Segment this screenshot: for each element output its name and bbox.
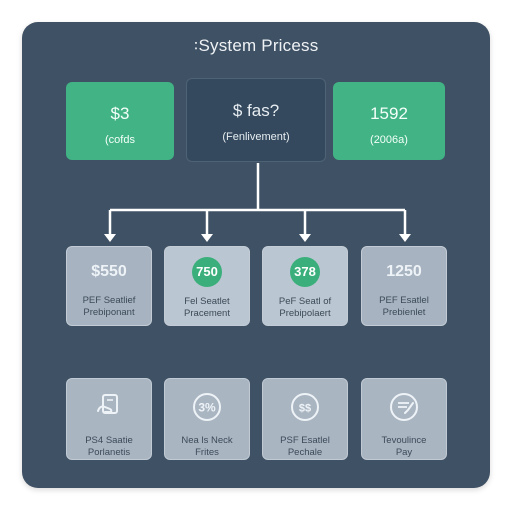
mid-card-3: 378 PeF Seatl of Prebipolaert [262,246,348,326]
mid-card-3-label-line-2: Prebipolaert [279,308,331,319]
dollar-pair-symbol: $$ [299,403,311,415]
arrowhead-1 [104,234,116,242]
top-node-left: $3 (cofds [66,82,174,160]
bottom-card-4-label: Tevoulince Pay [362,435,446,459]
bottom-card-4-label-line-2: Pay [395,447,413,458]
percent-circle-symbol: 3% [198,401,216,415]
bottom-card-2-label-line-1: Nea ls Neck [181,435,233,446]
mid-card-4: 1250 PEF Esatlel Prebienlet [361,246,447,326]
bottom-card-1: PS4 Saatie Porlanetis [66,378,152,460]
bottom-card-1-label-line-2: Porlanetis [87,447,131,458]
mid-card-4-label: PEF Esatlel Prebienlet [362,295,446,319]
mid-card-2-label: Fel Seatlet Pracement [165,296,249,320]
document-hand-icon [97,394,118,414]
mid-card-3-label: PeF Seatl of Prebipolaert [263,296,347,320]
bottom-card-1-label: PS4 Saatie Porlanetis [67,435,151,459]
mid-card-2-label-line-2: Pracement [184,308,230,319]
bottom-card-2: 3% Nea ls Neck Frites [164,378,250,460]
bottom-card-1-label-line-1: PS4 Saatie [85,435,133,446]
diagram-title: ꞉System Pricess [193,36,319,55]
top-node-left-sub: (cofds [105,134,135,146]
top-node-left-value: $3 [110,104,130,123]
arrowhead-4 [399,234,411,242]
top-node-center-value: $ fas? [232,101,280,120]
bottom-card-3: $$ PSF Esatlel Pechale [262,378,348,460]
top-node-center-sub: (Fenlivement) [222,131,290,143]
percent-circle-icon: 3% [193,393,221,421]
arrowhead-3 [299,234,311,242]
mid-card-1-value: $550 [91,263,127,280]
mid-card-1: $550 PEF Seatlief Prebiponant [66,246,152,326]
top-node-right-value: 1592 [370,104,408,123]
mid-card-1-label-line-1: PEF Seatlief [82,295,136,306]
bottom-card-3-label: PSF Esatlel Pechale [263,435,347,459]
checklist-icon [390,393,418,421]
mid-card-4-label-line-2: Prebienlet [382,307,426,318]
mid-card-3-label-line-1: PeF Seatl of [278,296,332,307]
bottom-card-3-label-line-2: Pechale [287,447,323,458]
top-node-right-sub: (2006a) [370,134,408,146]
mid-card-4-label-line-1: PEF Esatlel [379,295,429,306]
bottom-card-2-label: Nea ls Neck Frites [165,435,249,459]
top-node-center: $ fas? (Fenlivement) [186,78,326,162]
bottom-card-2-label-line-2: Frites [195,447,219,458]
top-node-right: 1592 (2006a) [333,82,445,160]
bottom-card-4: Tevoulince Pay [361,378,447,460]
mid-card-4-value: 1250 [386,263,422,280]
dollar-pair-icon: $$ [291,393,319,421]
mid-card-2-label-line-1: Fel Seatlet [184,296,230,307]
mid-card-2: 750 Fel Seatlet Pracement [164,246,250,326]
mid-card-2-value-badge: 750 [192,257,222,287]
mid-card-3-value-badge: 378 [290,257,320,287]
bottom-card-4-label-line-1: Tevoulince [381,435,427,446]
arrowhead-2 [201,234,213,242]
bottom-card-3-label-line-1: PSF Esatlel [280,435,330,446]
mid-card-1-label: PEF Seatlief Prebiponant [67,295,151,319]
mid-card-1-label-line-2: Prebiponant [83,307,135,318]
